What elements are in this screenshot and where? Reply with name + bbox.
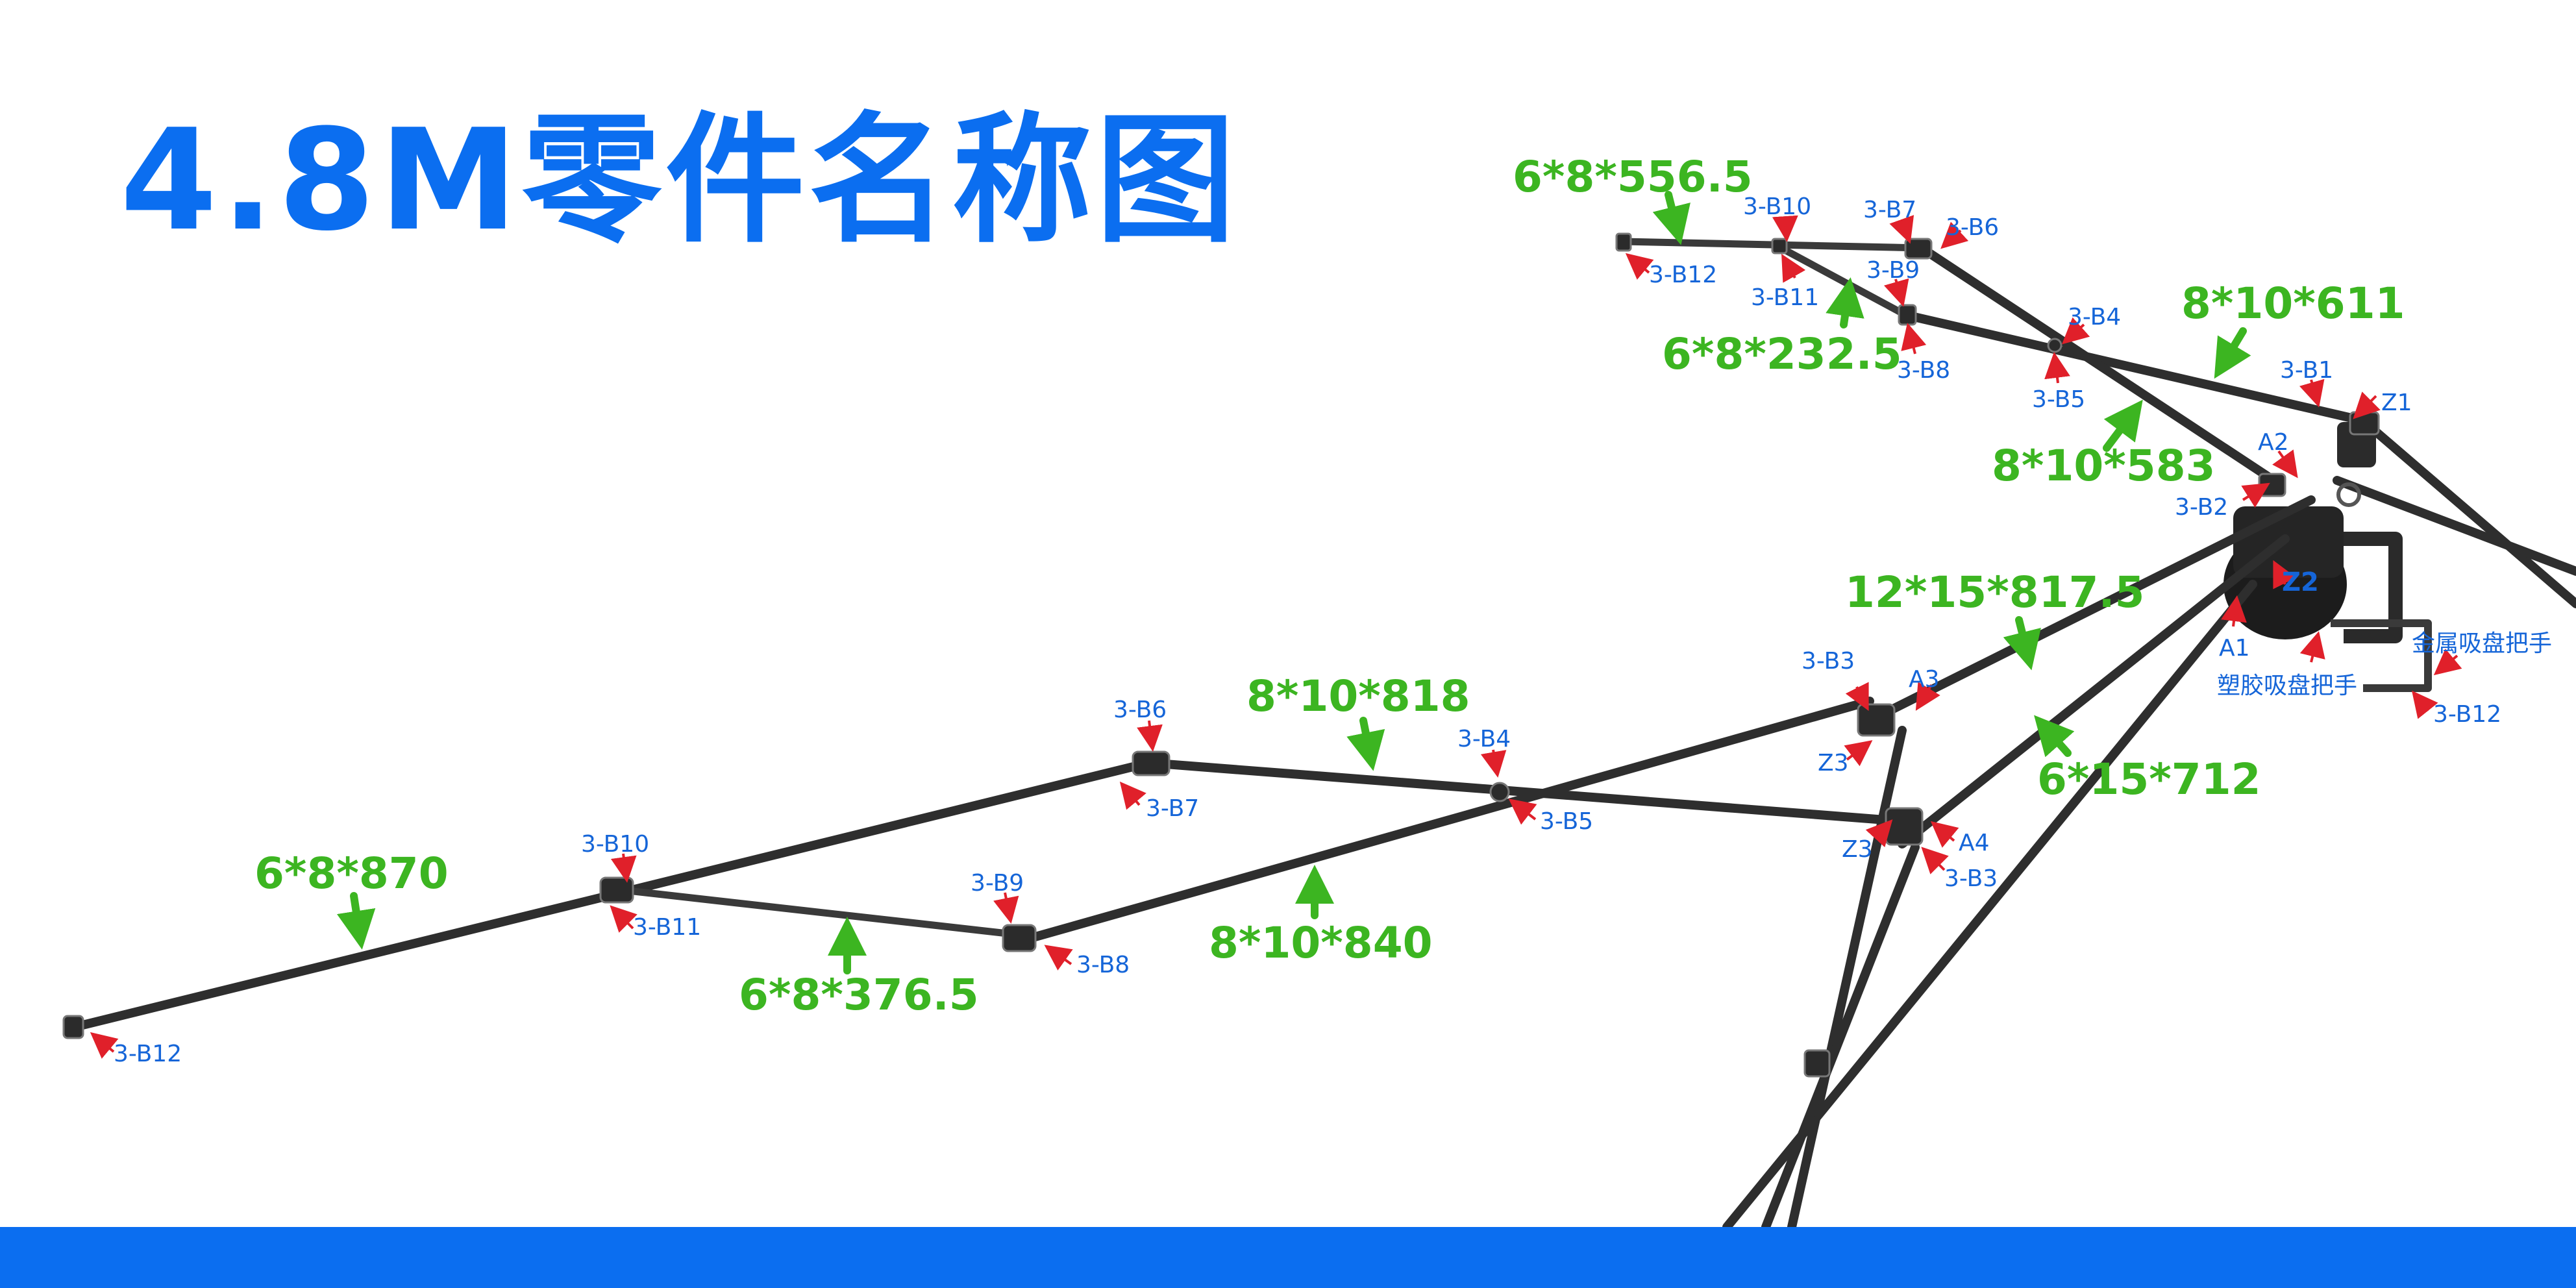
part-label: 3-B5 [2032, 386, 2085, 413]
part-label: 3-B7 [1863, 197, 1916, 223]
part-label: 3-B9 [971, 870, 1024, 897]
part-label: 塑胶吸盘把手 [2217, 673, 2357, 699]
rod-top-583 [1917, 243, 2283, 488]
part-label: Z3 [1818, 750, 1849, 776]
part-label: A3 [1909, 666, 1940, 693]
part-label: 3-B9 [1866, 257, 1920, 284]
part-label: 3-B3 [1944, 865, 1998, 892]
part-label: 3-B12 [114, 1041, 182, 1067]
part-label: 3-B10 [581, 831, 649, 858]
part-label: Z3 [1842, 836, 1873, 863]
part-label: 3-B2 [2175, 494, 2228, 521]
rod-leg-2 [1787, 726, 1907, 1232]
part-label: 3-B6 [1113, 697, 1167, 723]
main-struts [1722, 495, 2316, 1232]
part-label: 3-B10 [1743, 193, 1811, 220]
rod-376 [613, 886, 1023, 939]
dim-label: 12*15*817.5 [1845, 567, 2144, 617]
dim-label: 6*8*870 [254, 848, 449, 898]
rod-right-out-2 [2333, 476, 2576, 576]
dim-label: 8*10*840 [1209, 918, 1433, 968]
dim-label: 6*15*712 [2037, 754, 2261, 804]
part-label: A2 [2258, 429, 2289, 456]
part-label: A4 [1959, 830, 1990, 856]
page-title: 4.8M零件名称图 [120, 99, 1239, 262]
part-label: 3-B1 [2280, 357, 2333, 384]
rod-top-611 [1901, 310, 2368, 425]
part-label: 3-B12 [1649, 262, 1717, 288]
dim-label: 8*10*583 [1992, 441, 2216, 491]
footer-bar [0, 1227, 2576, 1288]
rod-817 [1872, 495, 2316, 722]
part-label: 3-B6 [1946, 214, 1999, 241]
dim-label: 6*8*556.5 [1513, 152, 1753, 202]
rod-712 [1898, 534, 2290, 848]
dim-label: 8*10*818 [1246, 671, 1470, 721]
part-label: A1 [2219, 635, 2250, 662]
rod-leg-3 [1761, 843, 1920, 1232]
part-label: 3-B4 [2068, 304, 2121, 330]
dim-label: 8*10*611 [2181, 279, 2405, 328]
part-label: 3-B5 [1540, 808, 1593, 835]
part-label: Z1 [2381, 390, 2412, 416]
part-labels: 3-B10 3-B7 3-B6 3-B12 3-B11 3-B9 3-B8 3-… [114, 193, 2552, 1067]
dimension-arrows [336, 191, 2251, 974]
dimension-labels: 6*8*556.5 6*8*232.5 8*10*611 8*10*583 12… [254, 152, 2405, 1020]
pointer-arrows [90, 215, 2462, 1059]
rod-right-out-1 [2359, 416, 2576, 608]
part-label: 3-B11 [633, 914, 701, 941]
part-label: 3-B8 [1897, 357, 1950, 384]
rod-840 [1015, 697, 1874, 946]
part-label: 3-B7 [1146, 795, 1199, 822]
rod-818 [1145, 758, 1907, 826]
part-label: Z2 [2282, 567, 2319, 597]
dim-label: 6*8*376.5 [739, 970, 979, 1020]
dim-label: 6*8*232.5 [1662, 329, 1902, 379]
part-label: 金属吸盘把手 [2412, 630, 2552, 657]
joints [62, 232, 2380, 1078]
part-label: 3-B4 [1457, 726, 1511, 752]
part-label: 3-B12 [2433, 701, 2501, 728]
part-label: 3-B8 [1076, 952, 1130, 978]
part-label: 3-B11 [1751, 284, 1819, 311]
central-hub [2223, 422, 2432, 692]
part-label: 3-B3 [1802, 648, 1855, 675]
